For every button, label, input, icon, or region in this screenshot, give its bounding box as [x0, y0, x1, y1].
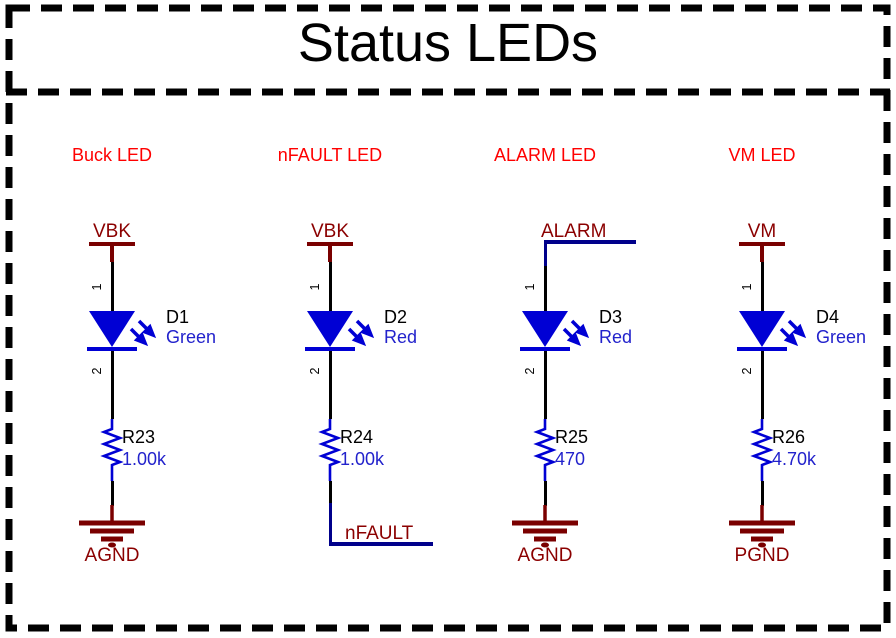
led-triangle: [522, 311, 568, 347]
ground-net-label: AGND: [84, 545, 140, 566]
wire: [328, 481, 332, 504]
resistor-value: 1.00k: [340, 449, 385, 469]
led-designator: D2: [384, 307, 408, 327]
led-circuit-vm: VM LED VM 1 D4 Green 2 R26 4.70k: [652, 140, 872, 630]
pin-number-anode: 1: [523, 283, 537, 291]
led-color-value: Red: [384, 327, 418, 347]
led-designator: D3: [599, 307, 623, 327]
net-wire: [328, 542, 433, 546]
ground-symbol: [729, 505, 795, 548]
section-label: ALARM LED: [493, 145, 597, 165]
power-stem: [110, 244, 114, 262]
pin-number-anode: 1: [308, 283, 322, 291]
signal-net-label: nFAULT: [345, 523, 414, 544]
wire: [328, 351, 332, 419]
pin-number-anode: 1: [740, 283, 754, 291]
led-circuit-alarm: ALARM LED ALARM 1 D3 Red 2 R25 470: [435, 140, 655, 630]
resistor-designator: R23: [122, 427, 156, 447]
resistor-symbol: [533, 419, 557, 481]
led-emission-arrows-icon: [779, 319, 807, 347]
led-emission-arrows-icon: [562, 319, 590, 347]
pin-number-cathode: 2: [740, 367, 754, 375]
wire: [110, 481, 114, 506]
led-emission-arrows-icon: [129, 319, 157, 347]
net-wire: [543, 240, 636, 244]
led-symbol: [305, 311, 375, 351]
section-label: Buck LED: [71, 145, 153, 165]
section-label: nFAULT LED: [277, 145, 383, 165]
ground-symbol: [79, 505, 145, 548]
power-stem: [328, 244, 332, 262]
wire: [328, 262, 332, 312]
pin-number-anode: 1: [90, 283, 104, 291]
section-label: VM LED: [728, 145, 796, 165]
signal-net-label: ALARM: [541, 221, 607, 242]
wire: [543, 266, 547, 312]
resistor-value: 4.70k: [772, 449, 817, 469]
led-circuit-buck: Buck LED VBK 1 D1 Green 2 R23 1.00k: [2, 140, 222, 630]
wire: [110, 351, 114, 419]
power-stem: [760, 244, 764, 262]
wire: [760, 262, 764, 312]
resistor-designator: R24: [340, 427, 374, 447]
led-color-value: Red: [599, 327, 633, 347]
net-wire: [328, 503, 332, 545]
wire: [543, 481, 547, 506]
pin-number-cathode: 2: [308, 367, 322, 375]
wire: [760, 351, 764, 419]
net-wire: [543, 240, 547, 268]
led-color-value: Green: [166, 327, 217, 347]
resistor-designator: R26: [772, 427, 806, 447]
resistor-value: 470: [555, 449, 586, 469]
resistor-symbol: [100, 419, 124, 481]
led-symbol: [87, 311, 157, 351]
led-triangle: [739, 311, 785, 347]
led-emission-arrows-icon: [347, 319, 375, 347]
wire: [760, 481, 764, 506]
wire: [110, 262, 114, 312]
wire: [543, 351, 547, 419]
resistor-designator: R25: [555, 427, 589, 447]
power-net-label: VBK: [310, 221, 350, 242]
resistor-symbol: [318, 419, 342, 481]
led-symbol: [737, 311, 807, 351]
power-net-label: VM: [747, 221, 777, 242]
ground-net-label: AGND: [517, 545, 573, 566]
led-symbol: [520, 311, 590, 351]
page-title: Status LEDs: [297, 13, 599, 73]
led-triangle: [89, 311, 135, 347]
resistor-symbol: [750, 419, 774, 481]
resistor-value: 1.00k: [122, 449, 167, 469]
led-triangle: [307, 311, 353, 347]
led-color-value: Green: [816, 327, 867, 347]
ground-net-label: PGND: [734, 545, 790, 566]
led-circuit-nfault: nFAULT LED VBK 1 D2 Red 2 R24 1.00k nFAU…: [220, 140, 440, 630]
ground-symbol: [512, 505, 578, 548]
pin-number-cathode: 2: [90, 367, 104, 375]
pin-number-cathode: 2: [523, 367, 537, 375]
power-net-label: VBK: [92, 221, 132, 242]
led-designator: D4: [816, 307, 840, 327]
led-designator: D1: [166, 307, 190, 327]
